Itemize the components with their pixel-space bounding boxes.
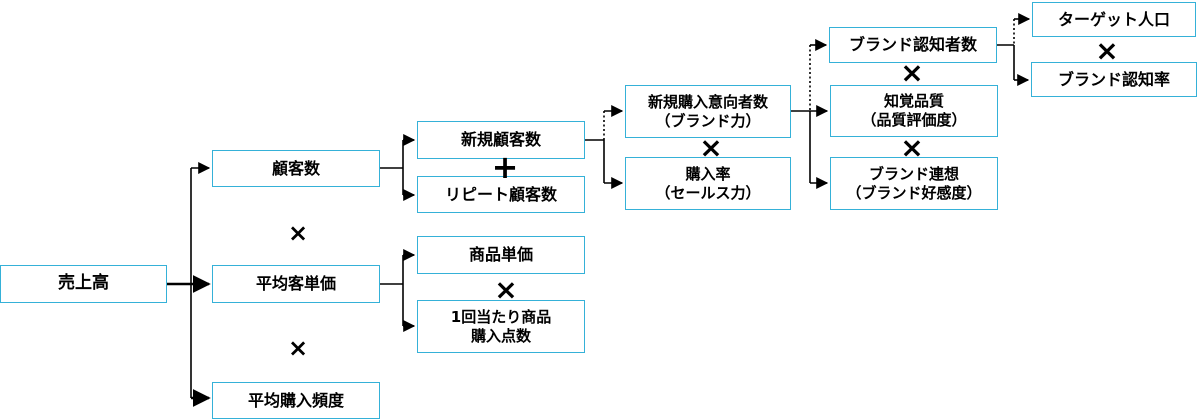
node-brand-association-line1: ブランド連想: [868, 164, 959, 183]
node-new-purchase-intenders-line1: 新規購入意向者数: [647, 92, 768, 111]
plus-operator: +: [491, 148, 519, 186]
multiply-operator: ×: [699, 131, 723, 164]
node-brand-association: ブランド連想 （ブランド好感度）: [830, 157, 998, 210]
node-brand-awareness-count-label: ブランド認知者数: [848, 35, 977, 54]
node-customers-label: 顧客数: [271, 158, 320, 178]
node-sales-label: 売上高: [58, 273, 109, 294]
node-avg-purchase-frequency-label: 平均購入頻度: [247, 390, 344, 410]
multiply-operator-box-1: ×: [270, 210, 326, 256]
node-new-purchase-intenders-line2: （ブランド力）: [655, 111, 761, 130]
multiply-operator: ×: [900, 56, 924, 89]
node-avg-spend-per-customer: 平均客単価: [212, 265, 380, 303]
node-product-unit-price: 商品単価: [417, 236, 585, 274]
node-brand-association-line2: （ブランド好感度）: [846, 183, 982, 202]
node-new-customers-label: 新規顧客数: [460, 130, 541, 149]
node-avg-spend-label: 平均客単価: [255, 274, 336, 293]
multiply-operator: ×: [900, 131, 924, 164]
node-purchase-rate: 購入率 （セールス力）: [625, 157, 791, 210]
node-items-per-purchase: 1回当たり商品 購入点数: [417, 300, 585, 353]
multiply-sign: ×: [287, 219, 309, 247]
node-brand-awareness-rate: ブランド認知率: [1031, 62, 1197, 97]
node-perceived-quality: 知覚品質 （品質評価度）: [830, 85, 998, 137]
node-purchase-rate-line2: （セールス力）: [655, 183, 761, 202]
node-avg-purchase-frequency: 平均購入頻度: [212, 382, 380, 419]
node-items-per-purchase-line1: 1回当たり商品: [450, 307, 552, 326]
node-items-per-purchase-line2: 購入点数: [470, 326, 531, 345]
multiply-operator-box-2: ×: [270, 325, 326, 371]
multiply-sign: ×: [287, 334, 309, 362]
node-brand-awareness-count: ブランド認知者数: [829, 27, 997, 63]
multiply-operator: ×: [1095, 34, 1119, 67]
node-product-unit-price-label: 商品単価: [468, 245, 533, 264]
node-target-population: ターゲット人口: [1032, 2, 1196, 37]
node-customers: 顧客数: [212, 150, 380, 187]
node-new-customers: 新規顧客数: [417, 121, 585, 159]
node-sales: 売上高: [0, 265, 167, 303]
node-purchase-rate-line1: 購入率: [685, 164, 731, 183]
node-repeat-customers: リピート顧客数: [417, 176, 585, 213]
node-target-population-label: ターゲット人口: [1057, 9, 1170, 29]
node-repeat-customers-label: リピート顧客数: [444, 184, 557, 204]
node-perceived-quality-line1: 知覚品質: [883, 92, 944, 111]
node-brand-awareness-rate-label: ブランド認知率: [1057, 69, 1170, 89]
node-new-purchase-intenders: 新規購入意向者数 （ブランド力）: [625, 85, 791, 138]
node-perceived-quality-line2: （品質評価度）: [861, 111, 967, 129]
multiply-operator: ×: [494, 273, 518, 306]
